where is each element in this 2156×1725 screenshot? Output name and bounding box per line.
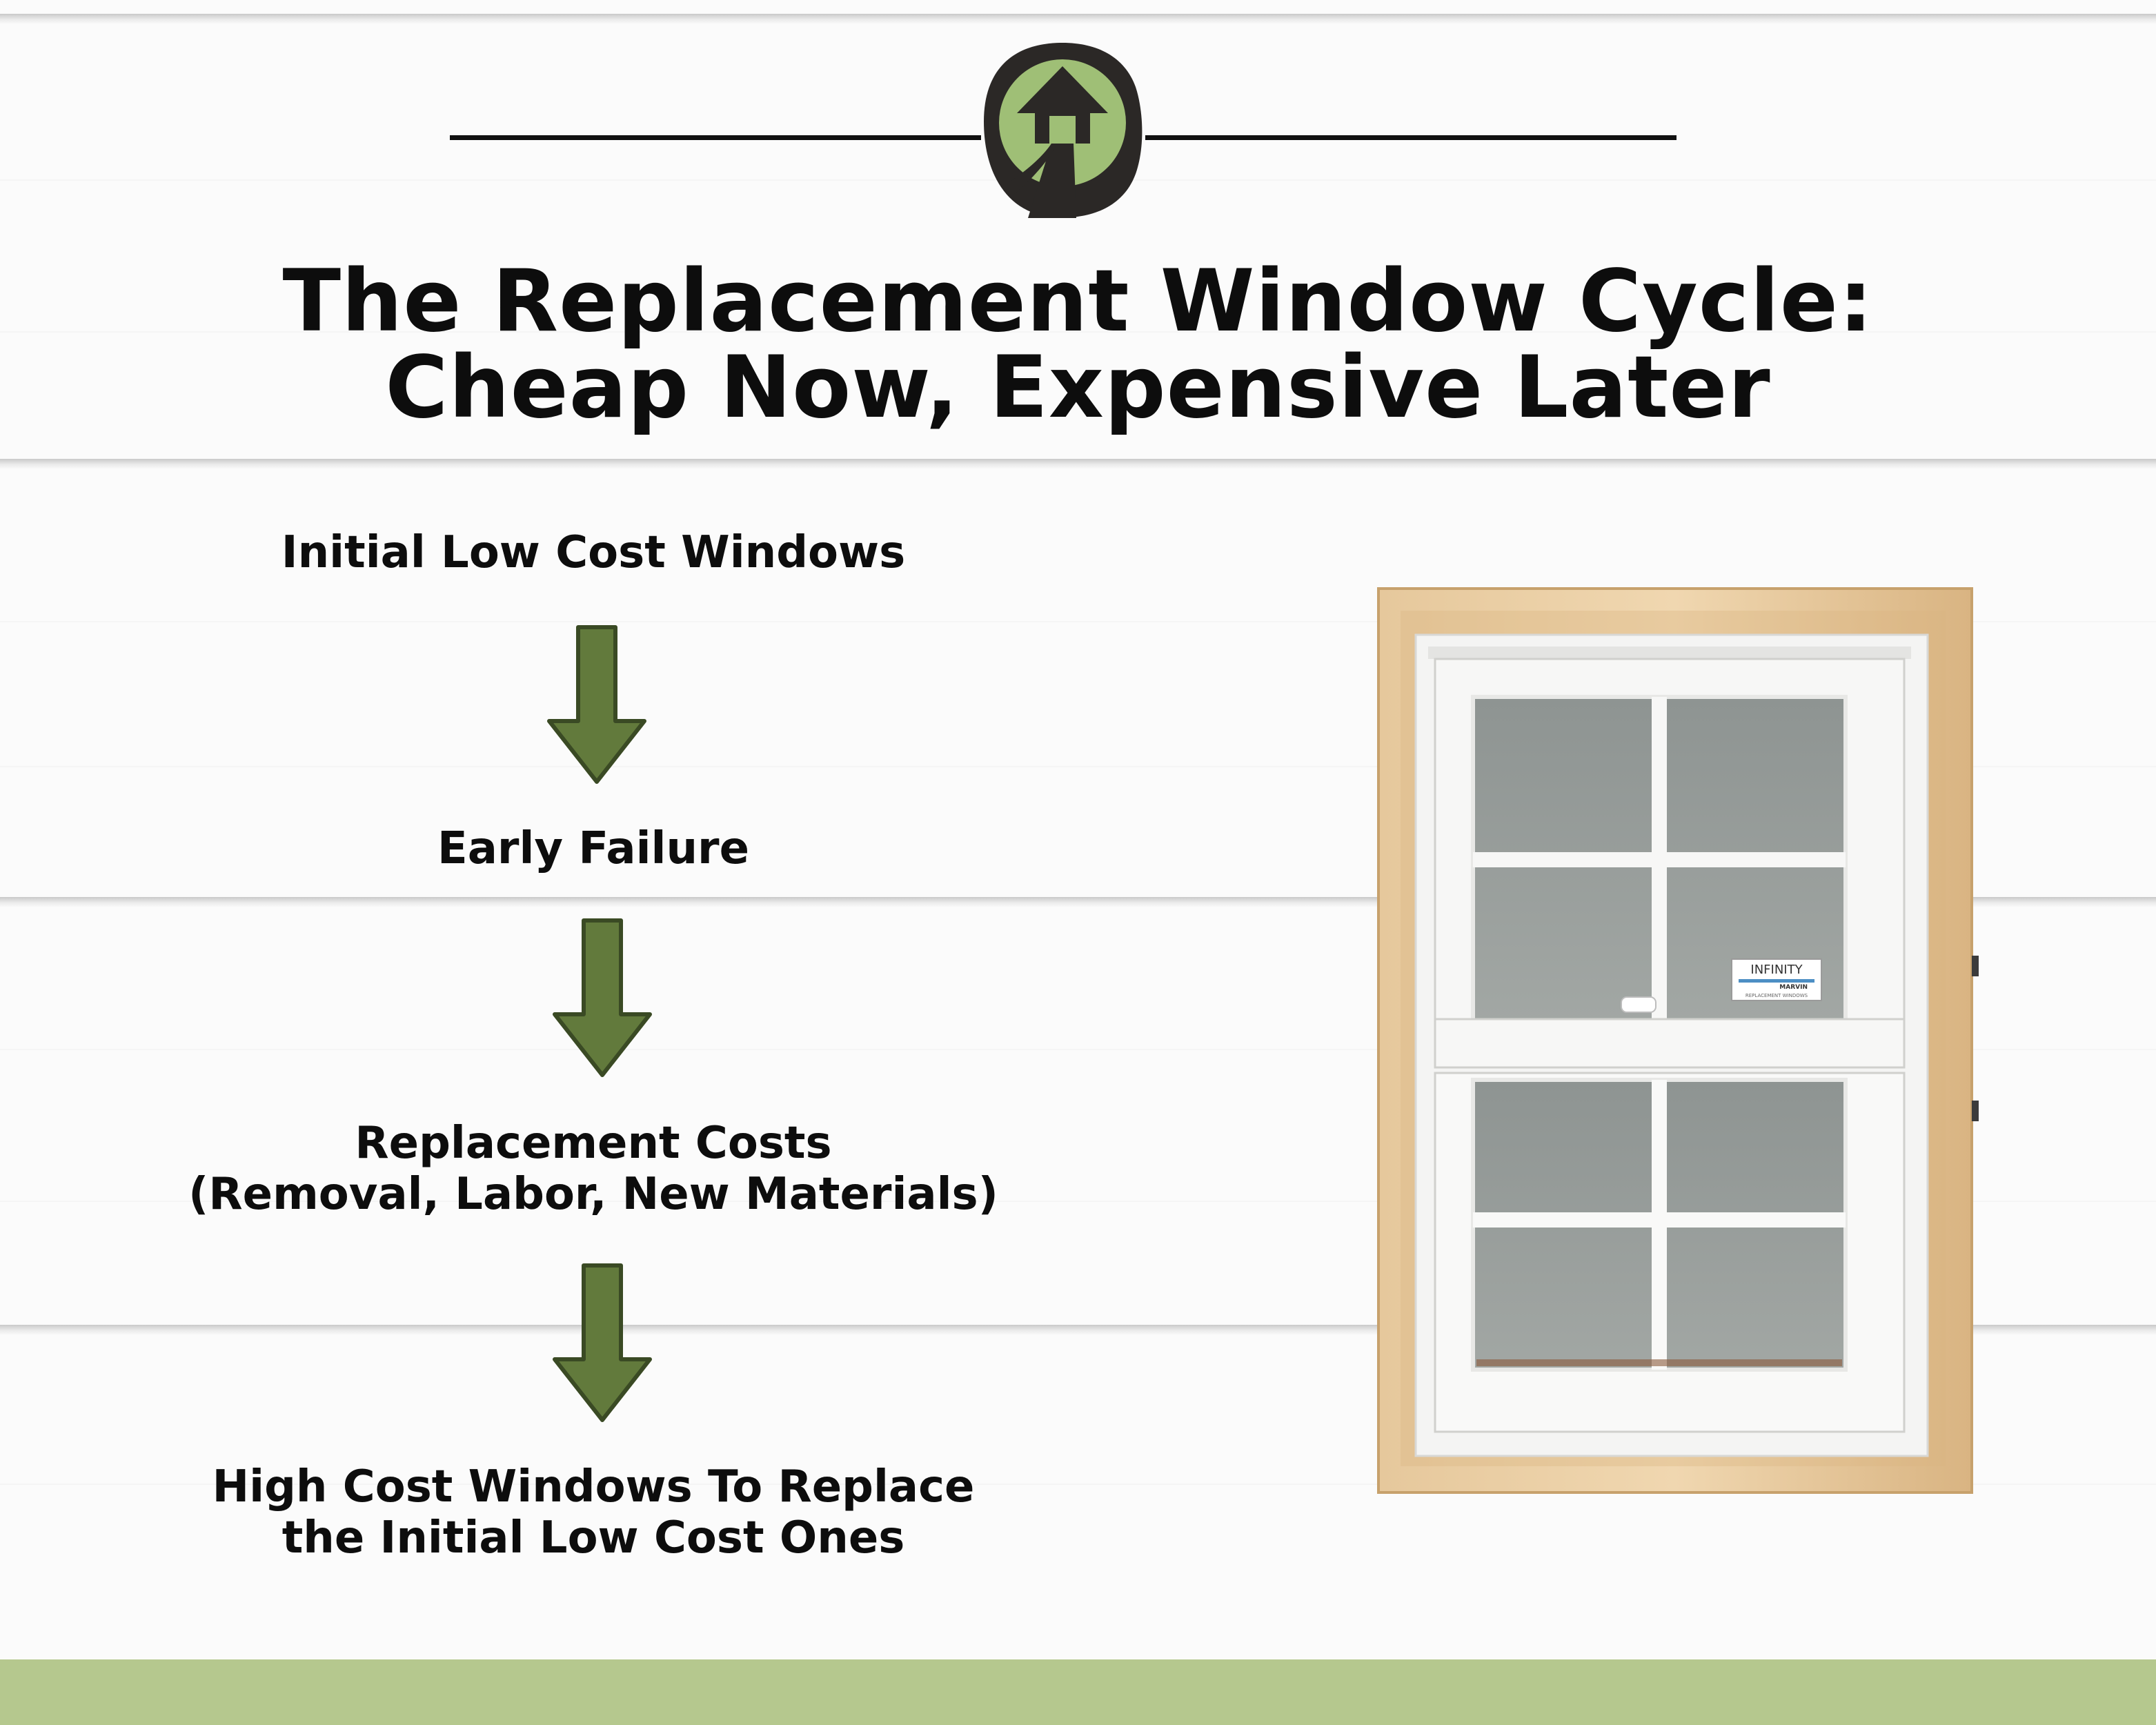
step-replacement-costs: Replacement Costs (Removal, Labor, New M… <box>110 1118 1076 1220</box>
step-initial-low-cost: Initial Low Cost Windows <box>110 527 1076 578</box>
step-text: the Initial Low Cost Ones <box>281 1512 905 1564</box>
header-rule-right <box>1145 135 1677 140</box>
arrow-down-icon <box>547 625 646 784</box>
badge-sub: REPLACEMENT WINDOWS <box>1745 993 1808 998</box>
siding-seam <box>0 14 2156 23</box>
footer-band <box>0 1659 2156 1725</box>
house-road-icon <box>984 43 1143 218</box>
page-title-line-2: Cheap Now, Expensive Later <box>385 338 1771 437</box>
badge-brand: INFINITY <box>1750 963 1803 977</box>
step-text: Replacement Costs <box>355 1118 832 1169</box>
arrow-down-icon <box>553 1263 652 1422</box>
page-title-line-1: The Replacement Window Cycle: <box>282 252 1874 351</box>
step-high-cost-windows: High Cost Windows To Replace the Initial… <box>110 1461 1076 1564</box>
step-text: Initial Low Cost Windows <box>281 527 906 578</box>
step-text: (Removal, Labor, New Materials) <box>188 1169 998 1220</box>
step-text: Early Failure <box>437 823 749 874</box>
siding-seam <box>0 459 2156 469</box>
step-text: High Cost Windows To Replace <box>212 1461 975 1512</box>
badge-maker: MARVIN <box>1779 984 1808 991</box>
step-early-failure: Early Failure <box>110 823 1076 874</box>
header-rule-left <box>450 135 981 140</box>
arrow-down-icon <box>553 918 652 1077</box>
replacement-window-image: INFINITY MARVIN REPLACEMENT WINDOWS <box>1377 587 1979 1494</box>
